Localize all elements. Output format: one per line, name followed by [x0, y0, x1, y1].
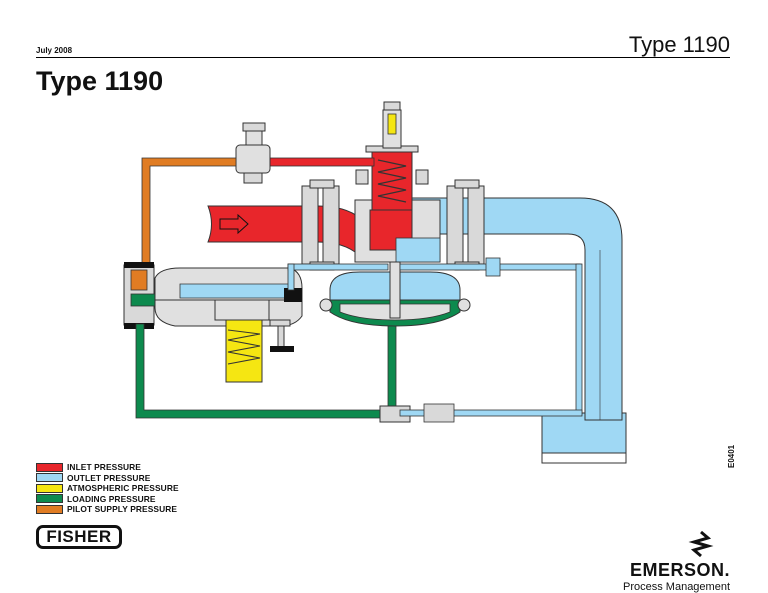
legend-label: LOADING PRESSURE [67, 493, 156, 504]
header-rule [36, 57, 730, 58]
fisher-logo-text: FISHER [46, 527, 112, 546]
header-title: Type 1190 [628, 32, 730, 57]
valve-spring-bonnet [355, 101, 429, 211]
legend-item-outlet: OUTLET PRESSURE [36, 473, 179, 484]
flanges [301, 179, 485, 271]
emerson-emblem-icon [688, 530, 714, 558]
legend-item-atmospheric: ATMOSPHERIC PRESSURE [36, 483, 179, 494]
page-title: Type 1190 [36, 66, 164, 96]
inlet-supply-line [265, 157, 375, 167]
fisher-logo: FISHER [36, 525, 122, 549]
drawing-number: E0401 [727, 444, 736, 468]
legend-item-loading: LOADING PRESSURE [36, 494, 179, 505]
emerson-logo-text: EMERSON. [629, 560, 730, 580]
legend-swatch [36, 473, 63, 483]
legend: INLET PRESSURE OUTLET PRESSURE ATMOSPHER… [36, 462, 179, 515]
emerson-logo: EMERSON. Process Management [623, 530, 730, 593]
pilot-block [123, 262, 156, 329]
pilot-supply-regulator [235, 122, 271, 184]
legend-item-pilot-supply: PILOT SUPPLY PRESSURE [36, 504, 179, 515]
legend-label: OUTLET PRESSURE [67, 472, 151, 483]
legend-swatch [36, 483, 63, 493]
actuator-diaphragm [319, 261, 471, 327]
legend-swatch [36, 462, 63, 472]
outlet-sensing-lines [287, 257, 583, 423]
legend-swatch [36, 494, 63, 504]
legend-label: PILOT SUPPLY PRESSURE [67, 504, 178, 515]
legend-swatch [36, 504, 63, 514]
document-date: July 2008 [36, 46, 73, 55]
legend-label: ATMOSPHERIC PRESSURE [67, 483, 179, 494]
emerson-subtitle: Process Management [623, 581, 730, 593]
pilot-spring-case [214, 299, 294, 383]
legend-item-inlet: INLET PRESSURE [36, 462, 179, 473]
legend-label: INLET PRESSURE [67, 462, 141, 473]
